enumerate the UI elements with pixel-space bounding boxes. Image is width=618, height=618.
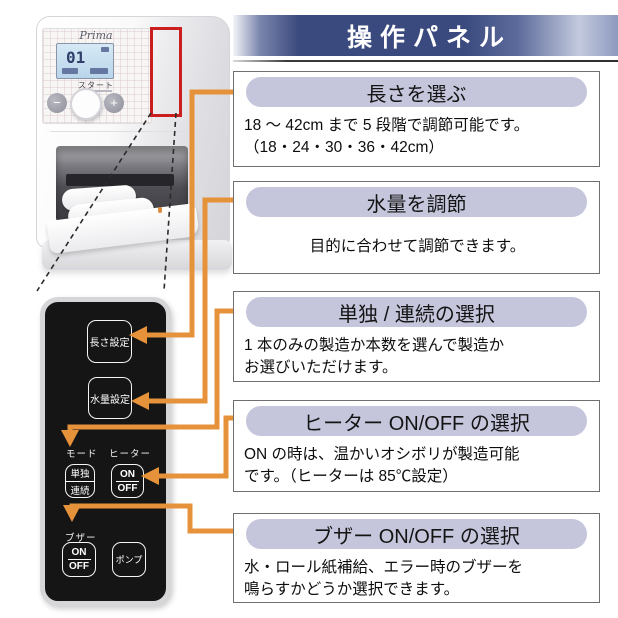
callout-heater-title: ヒーター ON/OFF の選択 [246,406,587,436]
callout-water: 水量を調節 目的に合わせて調節できます。 [233,181,600,274]
heater-on-text: ON [116,469,139,482]
towel-outlet-slot [66,174,174,186]
buzzer-on-text: ON [67,547,91,560]
heater-off-text: OFF [117,482,138,494]
heater-on-off-button: ON OFF [111,464,144,498]
callout-heater: ヒーター ON/OFF の選択 ON の時は、温かいオシボリが製造可能 です。（… [233,400,600,492]
callout-water-title: 水量を調節 [246,187,587,217]
machine-seam [50,131,200,132]
indicator-dot [158,207,162,213]
length-setting-button: 長さ設定 [87,320,132,363]
mode-continuous-text: 連続 [70,485,90,497]
callout-mode-title: 単独 / 連続の選択 [246,297,587,327]
callout-buzzer: ブザー ON/OFF の選択 水・ロール紙補給、エラー時のブザーを 鳴らすかどう… [233,513,600,603]
page-title: 操作パネル [346,23,512,52]
start-round-button [70,88,102,120]
callout-buzzer-body: 水・ロール紙補給、エラー時のブザーを 鳴らすかどうか選択できます。 [244,559,524,598]
water-setting-button: 水量設定 [88,377,132,419]
header-underline [233,60,618,62]
callout-length: 長さを選ぶ 18 ～ 42cm まで 5 段階で調節可能です。 （18・24・3… [233,71,600,167]
heater-label: ヒーター [109,449,152,460]
pump-button: ポンプ [112,542,146,577]
start-button-label: スタート [78,81,114,90]
mode-single-continuous-button: 単独 連続 [65,464,95,498]
lcd-count-value: 01 [66,48,86,67]
lcd-segment-icon [62,68,78,74]
lcd-segment-icon [90,68,108,74]
callout-mode: 単独 / 連続の選択 1 本のみの製造か本数を選んで製造か お選びいただけます。 [233,291,600,382]
callout-length-body: 18 ～ 42cm まで 5 段階で調節可能です。 （18・24・30・36・4… [244,117,530,156]
buzzer-label: ブザー [65,533,97,544]
callout-length-title: 長さを選ぶ [246,77,587,107]
mode-single-text: 単独 [66,466,94,482]
plus-button: + [104,93,124,113]
callout-buzzer-title: ブザー ON/OFF の選択 [246,519,587,549]
buzzer-on-off-button: ON OFF [62,542,96,577]
lcd-segment-icon [101,47,109,52]
control-panel-closeup: 長さ設定 水量設定 モード ヒーター 単独 連続 ON OFF ブザー ON O… [40,297,171,606]
machine-lcd-display: 01 [56,43,114,79]
brand-logo: Prima [79,29,113,42]
mode-label: モード [66,449,98,460]
buzzer-off-text: OFF [69,561,89,572]
minus-button: − [47,93,67,113]
section-header-banner: 操作パネル [233,15,618,56]
callout-heater-body: ON の時は、温かいオシボリが製造可能 です。（ヒーターは 85℃設定） [244,446,520,485]
callout-water-body: 目的に合わせて調節できます。 [309,238,526,255]
highlight-red-rectangle [150,27,182,117]
callout-mode-body: 1 本のみの製造か本数を選んで製造か お選びいただけます。 [244,337,505,376]
